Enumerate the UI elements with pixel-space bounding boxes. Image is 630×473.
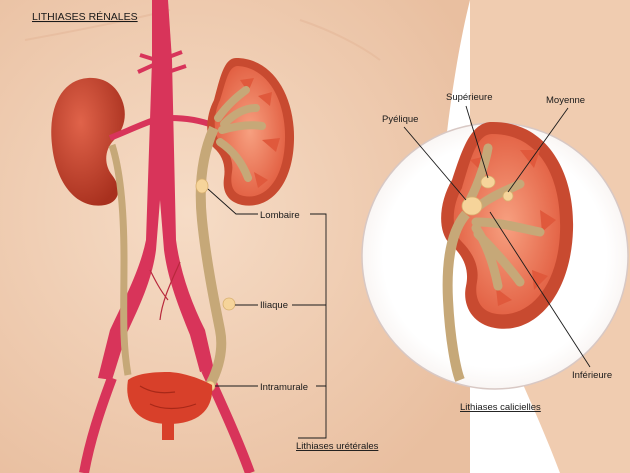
label-pyelique: Pyélique — [382, 114, 418, 125]
stone-iliaque — [223, 298, 235, 310]
zoom-circle — [362, 122, 628, 389]
diagram-title: LITHIASES RÉNALES — [32, 10, 138, 23]
label-superieure: Supérieure — [446, 92, 492, 103]
label-moyenne: Moyenne — [546, 95, 585, 106]
label-inferieure: Inférieure — [572, 370, 612, 381]
label-lombaire: Lombaire — [260, 210, 300, 221]
stone-lombaire — [196, 179, 208, 193]
label-lithiases-ureterales: Lithiases urétérales — [296, 441, 379, 452]
label-iliaque: Iliaque — [260, 300, 288, 311]
label-lithiases-calicielles: Lithiases calicielles — [460, 402, 541, 413]
label-intramurale: Intramurale — [260, 382, 308, 393]
stone-pyelique — [462, 197, 482, 215]
stone-moyenne — [503, 191, 513, 201]
